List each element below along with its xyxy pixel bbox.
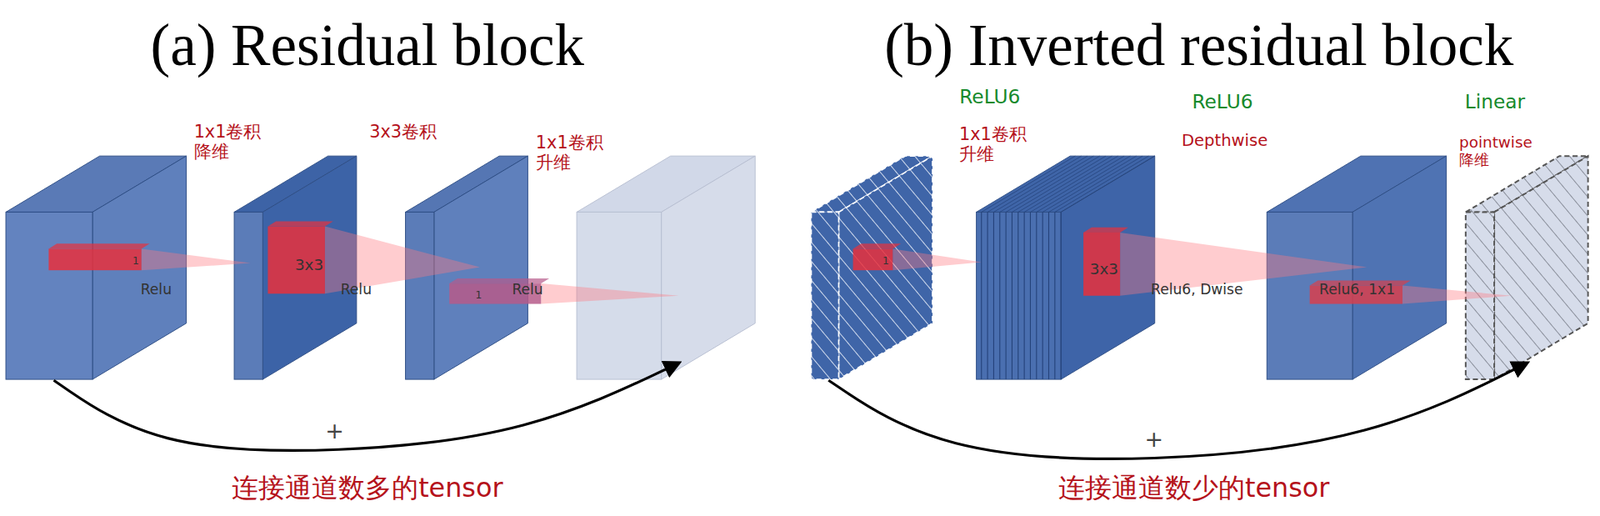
kernel-front: [48, 248, 141, 270]
handwritten-note: pointwise 降维: [1459, 133, 1533, 169]
receptive-cone: [1402, 285, 1512, 305]
add-symbol: +: [325, 417, 345, 444]
cuboid-front: [976, 211, 1062, 380]
receptive-cone: [141, 248, 251, 270]
kernel-top: [267, 220, 333, 226]
kernel-size: 1: [475, 289, 482, 301]
activation-label: Relu: [511, 281, 543, 299]
kernel-front: [853, 248, 894, 270]
kernel-size: 1: [882, 255, 890, 267]
add-symbol: +: [1145, 425, 1165, 452]
handwritten-note: 1x1卷积 升维: [535, 133, 604, 174]
handwritten-note: 连接通道数多的tensor: [231, 472, 503, 504]
activation-label: Relu6, Dwise: [1150, 281, 1243, 299]
cuboid-side: [1352, 155, 1447, 380]
tensor-cuboid: [1465, 155, 1589, 380]
handwritten-note: 连接通道数少的tensor: [1058, 472, 1330, 504]
kernel-front: [267, 226, 325, 295]
kernel-beam: [853, 243, 982, 270]
kernel-beam: [48, 243, 250, 270]
activation-note: ReLU6: [1191, 90, 1253, 114]
panel-title: (b) Inverted residual block: [884, 11, 1514, 80]
handwritten-note: 1x1卷积 降维: [194, 123, 262, 164]
cuboid-side: [1494, 155, 1589, 380]
kernel-front: [1083, 232, 1120, 296]
panel-title: (a) Residual block: [150, 11, 585, 80]
cuboid-front: [234, 211, 263, 380]
kernel-top: [48, 243, 150, 249]
cuboid-front: [5, 211, 93, 380]
kernel-beam: [267, 220, 480, 294]
cuboid-front: [810, 211, 839, 380]
kernel-size: 3x3: [295, 256, 324, 275]
handwritten-note: Depthwise: [1181, 131, 1268, 151]
activation-label: Relu: [140, 281, 172, 299]
handwritten-note: 3x3卷积: [369, 122, 437, 143]
receptive-cone: [540, 283, 679, 304]
skip-connection: [828, 363, 1527, 460]
skip-connection: [54, 363, 680, 451]
kernel-beam: [449, 278, 679, 305]
kernel-top: [853, 243, 901, 249]
receptive-cone: [892, 248, 981, 270]
cuboid-front: [405, 211, 435, 380]
kernel-top: [1083, 227, 1129, 233]
activation-note: Linear: [1465, 90, 1525, 114]
kernel-beam: [1310, 280, 1512, 304]
tensor-cuboid: [576, 155, 755, 380]
cuboid-side: [661, 155, 756, 380]
kernel-size: 1: [132, 255, 140, 267]
handwritten-note: 1x1卷积 升维: [959, 125, 1027, 165]
activation-label: Relu: [340, 281, 372, 299]
activation-note: ReLU6: [959, 85, 1020, 109]
kernel-size: 3x3: [1090, 260, 1119, 279]
activation-label: Relu6, 1x1: [1319, 281, 1395, 299]
